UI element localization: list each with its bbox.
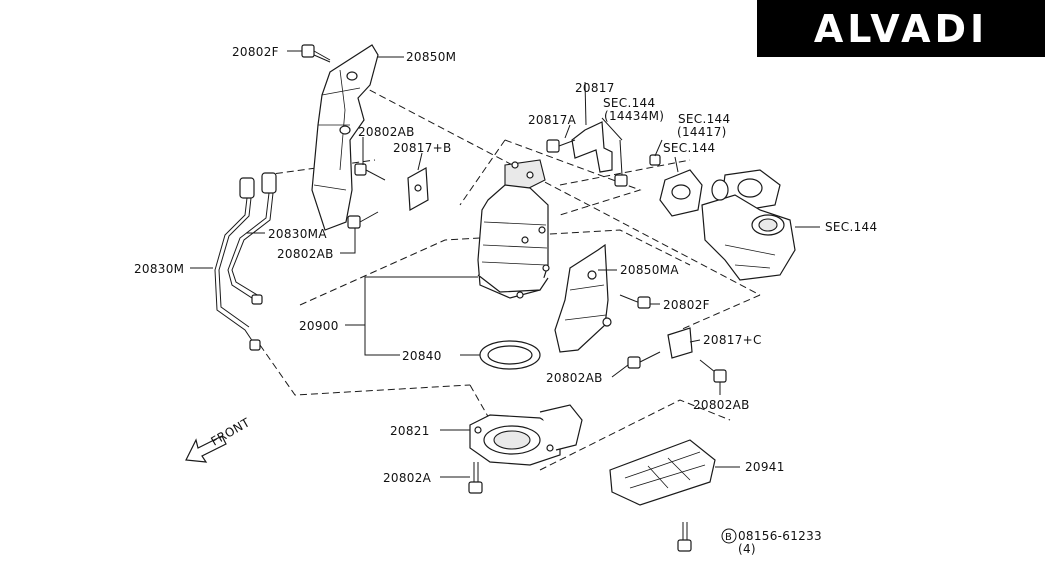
label-sec144-b: SEC.144 [678, 112, 730, 126]
label-bolt-circle: B [725, 532, 732, 543]
label-20817: 20817 [575, 81, 615, 95]
label-20821: 20821 [390, 424, 430, 438]
label-sec144-c: SEC.144 [663, 141, 715, 155]
label-sec144-a: SEC.144 [603, 96, 655, 110]
label-bolt-qty: (4) [738, 542, 756, 556]
label-14417: (14417) [677, 125, 727, 139]
label-20941: 20941 [745, 460, 785, 474]
label-20802AB-b: 20802AB [277, 247, 334, 261]
label-20802A: 20802A [383, 471, 432, 485]
label-20830M: 20830M [134, 262, 184, 276]
label-20802AB-c: 20802AB [546, 371, 603, 385]
bolt-20802A [468, 462, 483, 494]
front-arrow-icon [185, 435, 227, 463]
bolt-callout-circle [721, 528, 737, 544]
sensor-harness [214, 172, 277, 351]
label-20802AB-d: 20802AB [693, 398, 750, 412]
bolt-08156 [677, 522, 692, 552]
label-20802F-top: 20802F [232, 45, 279, 59]
bolt-20802F-mid [619, 294, 651, 309]
leader-lines [190, 50, 820, 478]
label-20850M: 20850M [406, 50, 456, 64]
turbo-gasket [649, 154, 703, 217]
bracket-20817B [407, 167, 429, 211]
heat-shield-upper [311, 44, 379, 231]
bracket-20817C [667, 327, 693, 359]
label-20850MA: 20850MA [620, 263, 679, 277]
underfloor-cover [609, 439, 716, 506]
label-20840: 20840 [402, 349, 442, 363]
bracket-20817 [571, 121, 613, 173]
gasket-20840 [479, 340, 541, 370]
label-sec144-d: SEC.144 [825, 220, 877, 234]
bolt-20802AB-b [347, 211, 379, 229]
label-front: FRONT [209, 415, 253, 449]
bolt-20802AB-a [354, 163, 386, 181]
label-20817B: 20817+B [393, 141, 452, 155]
bolt-20802F-top [301, 44, 331, 63]
bolt-20802AB-c [627, 351, 661, 369]
catalytic-converter [477, 159, 550, 299]
label-20802F-mid: 20802F [663, 298, 710, 312]
label-14434M: (14434M) [604, 109, 664, 123]
label-08156-61233: 08156-61233 [738, 529, 822, 543]
label-20900: 20900 [299, 319, 339, 333]
bolt-20802AB-d [699, 359, 727, 383]
label-20830MA: 20830MA [268, 227, 327, 241]
label-20817A: 20817A [528, 113, 577, 127]
flange-pipe-20821 [469, 404, 583, 466]
turbocharger [701, 169, 796, 281]
bolt-20817A [546, 139, 576, 153]
label-20802AB-a: 20802AB [358, 125, 415, 139]
brand-logo: ALVADI [757, 0, 1045, 57]
heat-shield-lower [554, 243, 612, 353]
label-20817C: 20817+C [703, 333, 762, 347]
bolt-sec144 [614, 139, 628, 187]
